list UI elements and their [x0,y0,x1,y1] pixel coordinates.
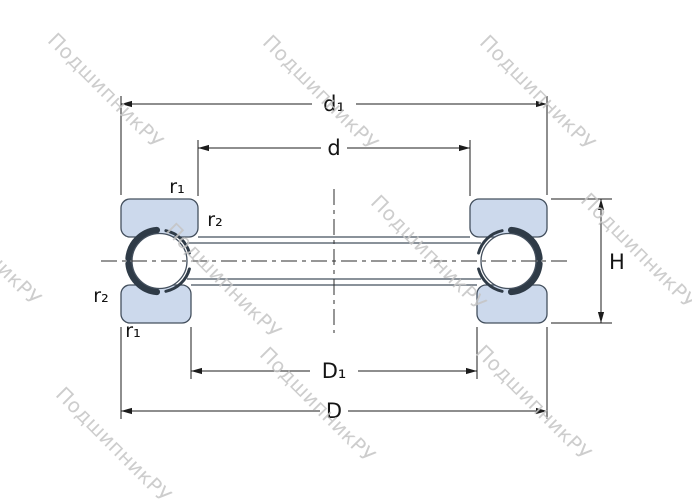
cage-arc-right-inner-upper [477,229,504,255]
label-r2-top: r₂ [207,209,222,231]
label-D1: D₁ [322,359,347,383]
label-bg-D1 [310,360,358,382]
label-d1: d₁ [323,92,345,116]
cage-arc-left-inner-upper [164,229,191,255]
label-r2-bottom: r₂ [93,285,108,307]
cage-arc-right-upper [507,226,543,262]
cage-arc-right-inner-lower [477,267,504,293]
label-D: D [326,399,342,423]
label-r1-top: r₁ [169,176,184,198]
label-bg-d [321,137,347,159]
cage-arc-left-inner-lower [164,267,191,293]
cage-arc-right-lower [507,260,543,296]
label-r1-bottom: r₁ [125,320,140,342]
cage [125,226,543,296]
label-d: d [327,136,340,160]
washer-sections [120,198,548,324]
label-bg-D [320,400,348,422]
cage-arc-left-upper [125,226,161,262]
label-bg-d1 [312,93,356,115]
cage-arc-left-lower [125,260,161,296]
label-backgrounds [310,93,358,422]
label-H: H [609,250,625,274]
